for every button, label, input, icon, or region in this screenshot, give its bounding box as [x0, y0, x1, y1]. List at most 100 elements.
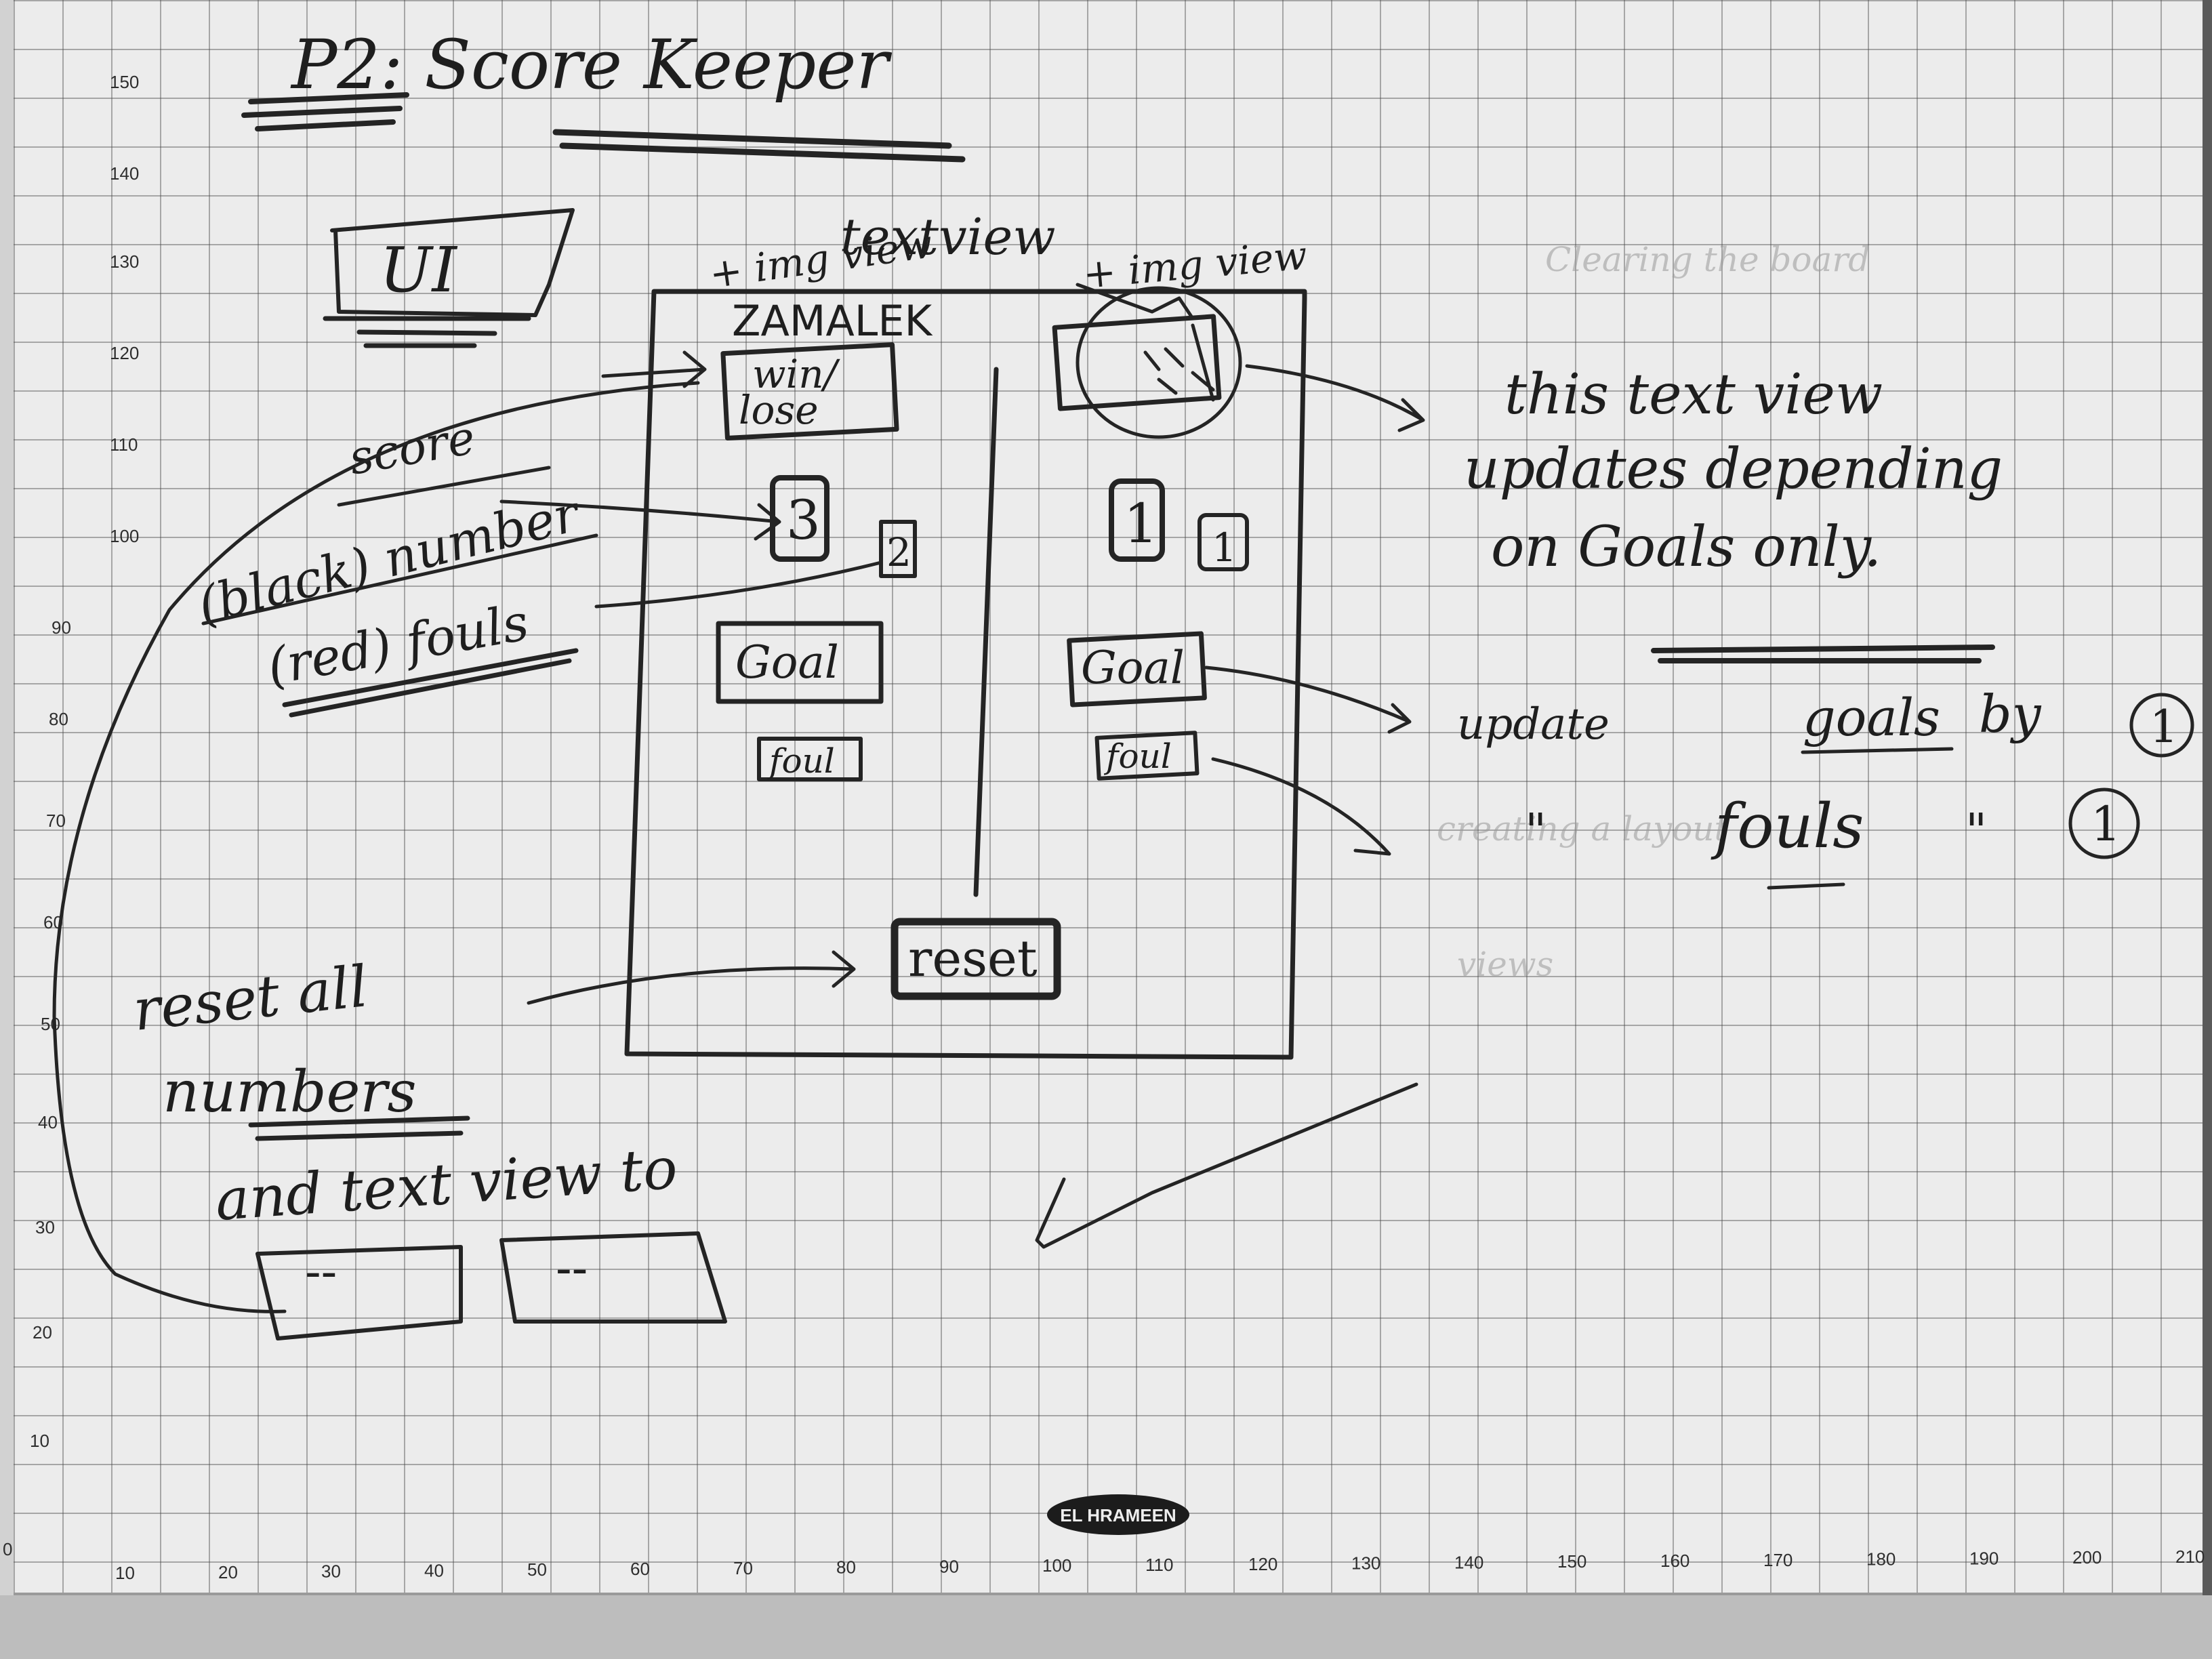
- foul-note-ditto-left: ": [1525, 803, 1547, 859]
- brand-text: EL HRAMEEN: [1060, 1505, 1176, 1525]
- axis-left-tick: 10: [30, 1431, 49, 1451]
- right-score: 1: [1124, 492, 1158, 555]
- axis-left-tick: 130: [110, 251, 139, 272]
- win-lose-arrow: [601, 350, 707, 388]
- goal-button-right-label: Goal: [1081, 642, 1185, 694]
- placeholder-box-left: [255, 1245, 463, 1340]
- left-score-box: [770, 475, 830, 562]
- axis-left-tick: 150: [110, 72, 139, 92]
- placeholder-left: --: [305, 1244, 337, 1299]
- axis-bottom-tick: 140: [1454, 1552, 1483, 1572]
- reset-button[interactable]: [890, 918, 1061, 1000]
- axis-bottom-tick: 110: [1145, 1555, 1173, 1575]
- goal-button-left-label: Goal: [735, 636, 839, 689]
- win-lose-textview: [720, 342, 899, 441]
- score-arrow: [499, 499, 781, 541]
- axis-bottom-tick: 190: [1969, 1548, 1999, 1568]
- ui-label-frame: [330, 208, 575, 317]
- axis-bottom-tick: 60: [630, 1559, 650, 1579]
- textview-arrow: [1245, 364, 1425, 432]
- goal-note-prefix: update: [1457, 699, 1610, 750]
- foul-note-ditto-right: ": [1965, 803, 1987, 859]
- right-score-box: [1109, 478, 1165, 562]
- right-textview: [1052, 314, 1222, 411]
- right-fouls: 1: [1212, 525, 1237, 571]
- reset-button-label: reset: [908, 930, 1038, 988]
- reset-note-underline: [248, 1115, 470, 1141]
- foul-note-word: fouls: [1711, 791, 1864, 862]
- axis-bottom-tick: 150: [1557, 1551, 1586, 1572]
- axis-bottom-tick: 50: [527, 1559, 547, 1580]
- foul-note-circle: [2068, 787, 2140, 859]
- reset-note-line1: reset all: [130, 953, 371, 1044]
- ui-label-underline: [323, 316, 531, 348]
- foul-button-left-label: foul: [766, 741, 835, 781]
- foul-arrow: [1211, 757, 1391, 856]
- axis-bottom-tick: 180: [1866, 1549, 1896, 1570]
- axis-bottom-tick: 30: [321, 1561, 341, 1582]
- axis-bottom-tick: 40: [424, 1560, 444, 1580]
- foul-button-left[interactable]: [757, 737, 863, 781]
- goal-arrow: [1204, 665, 1412, 734]
- reset-note-line3: and text view to: [213, 1135, 680, 1233]
- goal-note-word: goals: [1803, 687, 1940, 747]
- goal-note-suffix: by: [1979, 684, 2042, 744]
- red-fouls-underline: [282, 648, 579, 718]
- goal-note-underline: [1801, 747, 1954, 754]
- right-textview-circle: [1076, 286, 1242, 439]
- textview-note-underline: [1651, 644, 1995, 663]
- axis-left-tick: 120: [110, 343, 139, 363]
- img-view-note-right: + img view: [1081, 232, 1309, 298]
- team-name-left: ZAMALEK: [732, 296, 933, 346]
- axis-bottom-tick: 170: [1763, 1550, 1793, 1570]
- goal-note-amount: 1: [2150, 701, 2178, 753]
- textview-note-line2: updates depending: [1464, 437, 2003, 501]
- axis-left-tick: 40: [38, 1112, 58, 1132]
- brand-logo: EL HRAMEEN: [1047, 1494, 1189, 1535]
- title-underline: [241, 92, 409, 131]
- axis-bottom-tick: 90: [939, 1556, 959, 1576]
- axis-left-tick: 90: [52, 617, 71, 638]
- foul-note-amount: 1: [2091, 796, 2121, 852]
- axis-left-tick: 50: [41, 1014, 60, 1034]
- axis-bottom-tick: 130: [1351, 1553, 1380, 1574]
- win-lose-line2: lose: [739, 387, 819, 433]
- axis-left-tick: 110: [110, 434, 138, 455]
- goal-button-right[interactable]: [1067, 631, 1207, 708]
- goal-button-left[interactable]: [716, 621, 884, 704]
- right-fouls-box: [1197, 513, 1249, 571]
- left-fouls: 2: [886, 529, 912, 575]
- axis-bottom-tick: 210: [2175, 1547, 2205, 1567]
- textview-note-line1: this text view: [1504, 363, 1883, 427]
- axis-bottom-tick: 100: [1042, 1555, 1071, 1576]
- score-note: score: [345, 411, 479, 486]
- score-note-underline: [337, 466, 551, 507]
- brand-logo-badge: [1047, 1494, 1189, 1535]
- textview-note: textview: [840, 208, 1056, 266]
- axis-bottom-tick: 80: [836, 1557, 856, 1578]
- axis-left-tick: 0: [3, 1539, 12, 1559]
- placeholder-right: --: [556, 1240, 588, 1296]
- foul-button-right[interactable]: [1094, 731, 1200, 781]
- phone-frame: [624, 289, 1307, 1060]
- axis-left-tick: 140: [110, 163, 139, 184]
- win-lose-line1: win/: [752, 351, 841, 397]
- ghost-line: Clearing the board: [1545, 240, 1870, 279]
- page-title: P2: Score Keeper: [290, 25, 892, 104]
- axis-left-tick: 20: [33, 1322, 52, 1343]
- axis-bottom-tick: 20: [218, 1562, 238, 1582]
- axis-bottom-tick: 120: [1248, 1554, 1277, 1574]
- title-underline: [552, 129, 966, 163]
- axis-left-tick: 80: [49, 709, 68, 729]
- big-curve-arrow: [52, 381, 700, 1313]
- foul-note-underline: [1767, 882, 1845, 890]
- center-divider: [973, 367, 999, 897]
- left-score: 3: [786, 489, 821, 552]
- page-edge: [2203, 0, 2212, 1659]
- left-fouls-box: [879, 520, 917, 578]
- placeholder-box-right: [499, 1231, 727, 1324]
